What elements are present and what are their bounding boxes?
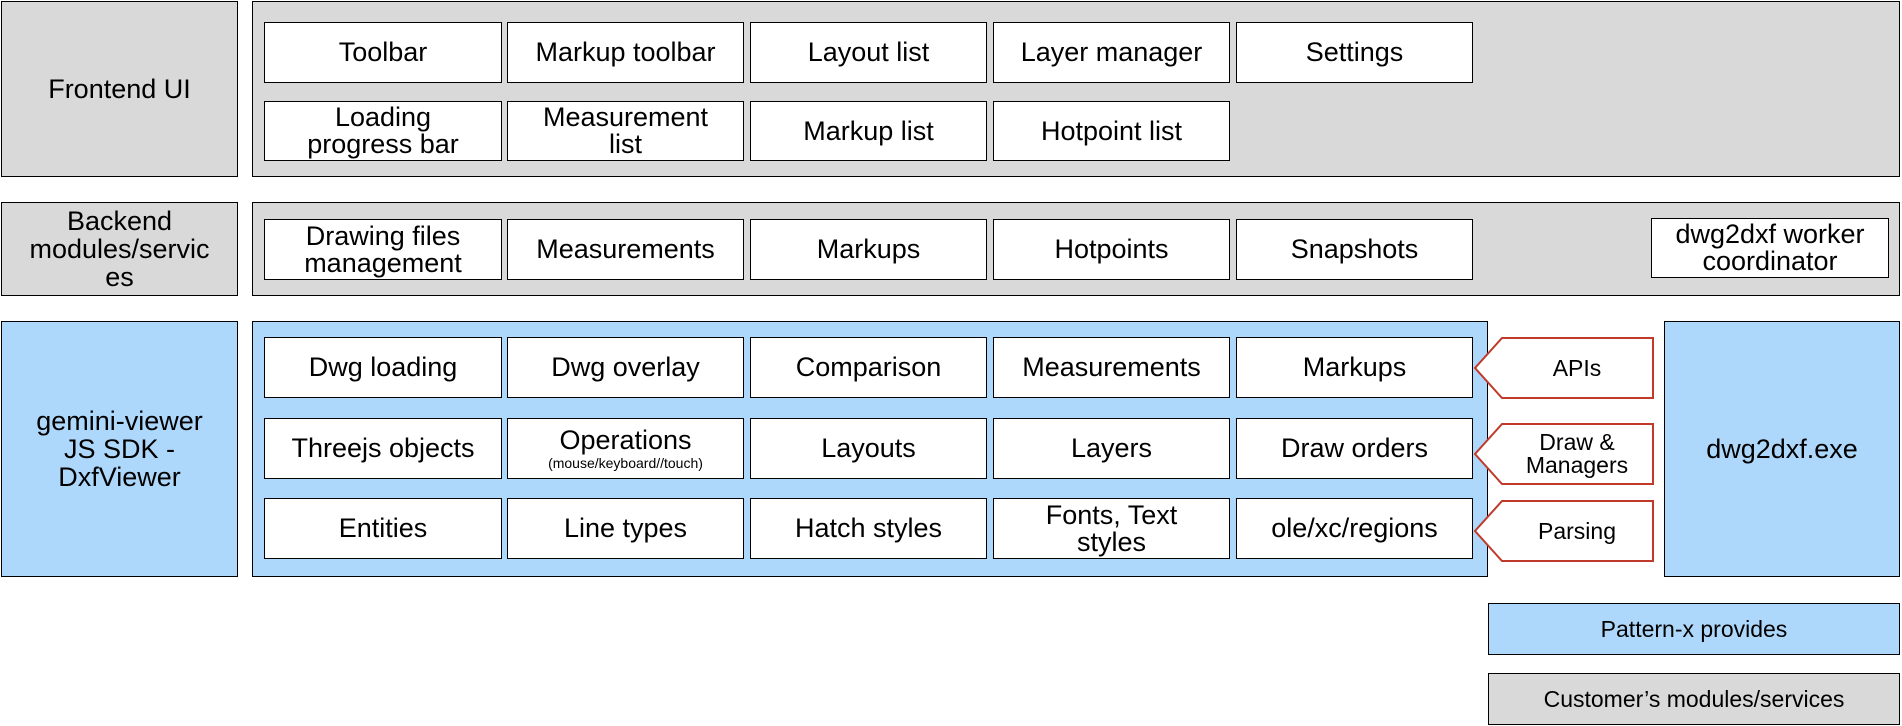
sdk-item-comparison: Comparison (750, 337, 987, 398)
sdk-item-text: Markups (1302, 352, 1407, 382)
draw-managers-arrow-shape (1473, 423, 1654, 485)
sdk-item-markups: Markups (1236, 337, 1473, 398)
sdk-item-text: Layouts (821, 433, 916, 463)
backend-item-snapshots: Snapshots (1236, 219, 1473, 280)
sdk-item-draw-orders: Draw orders (1236, 418, 1473, 479)
frontend-item-measurement-list: Measurement list (507, 101, 744, 161)
sdk-item-text: Fonts, Text styles (1045, 499, 1178, 557)
frontend-item-toolbar: Toolbar (264, 22, 502, 83)
frontend-item-loading-progress-bar: Loading progress bar (264, 101, 502, 161)
sdk-item-operations: Operations (mouse/keyboard//touch) (507, 418, 744, 479)
sdk-item-dwg-loading: Dwg loading (264, 337, 502, 398)
sdk-item-text: Line types (563, 513, 688, 543)
sdk-item-subtext: (mouse/keyboard//touch) (548, 455, 703, 471)
sdk-item-text: Operations (559, 425, 692, 455)
sdk-item-text: Threejs objects (291, 433, 475, 463)
interface-arrows (1473, 337, 1654, 562)
backend-item-hotpoints: Hotpoints (993, 219, 1230, 280)
frontend-item-layout-list: Layout list (750, 22, 987, 83)
sdk-item-text: Hatch styles (794, 513, 943, 543)
sdk-item-text: Dwg loading (308, 352, 458, 382)
frontend-item-hotpoint-list: Hotpoint list (993, 101, 1230, 161)
sdk-item-text: ole/xc/regions (1271, 513, 1438, 543)
sdk-item-measurements: Measurements (993, 337, 1230, 398)
sdk-item-text: Draw orders (1280, 433, 1429, 463)
sdk-item-dwg-overlay: Dwg overlay (507, 337, 744, 398)
sdk-item-entities: Entities (264, 498, 502, 559)
sdk-dxfviewer-label: gemini-viewer JS SDK - DxfViewer (1, 321, 238, 577)
sdk-item-fonts-text-styles: Fonts, Text styles (993, 498, 1230, 559)
apis-arrow-label: APIs (1552, 354, 1602, 381)
sdk-item-text: Comparison (795, 352, 942, 382)
frontend-item-layer-manager: Layer manager (993, 22, 1230, 83)
backend-item-markups: Markups (750, 219, 987, 280)
sdk-item-layers: Layers (993, 418, 1230, 479)
parsing-arrow-label: Parsing (1538, 517, 1616, 544)
apis-arrow-shape (1473, 337, 1654, 399)
sdk-item-hatch-styles: Hatch styles (750, 498, 987, 559)
frontend-item-markup-list: Markup list (750, 101, 987, 161)
backend-modules-label: Backend modules/servic es (1, 202, 238, 296)
frontend-item-settings: Settings (1236, 22, 1473, 83)
sdk-item-text: Entities (338, 513, 428, 543)
frontend-ui-label: Frontend UI (1, 1, 238, 177)
dwg2dxf-exe-box: dwg2dxf.exe (1664, 321, 1900, 577)
legend-pattern-x-provides: Pattern-x provides (1488, 603, 1900, 655)
sdk-item-text: Layers (1070, 433, 1153, 463)
parsing-arrow-shape (1473, 500, 1654, 562)
sdk-item-threejs-objects: Threejs objects (264, 418, 502, 479)
sdk-item-text: Measurements (1022, 352, 1201, 382)
backend-item-drawing-files-management: Drawing files management (264, 219, 502, 280)
sdk-item-text: Dwg overlay (551, 352, 700, 382)
backend-item-dwg2dxf-worker-coordinator: dwg2dxf worker coordinator (1651, 218, 1889, 278)
legend-customer-modules: Customer’s modules/services (1488, 673, 1900, 725)
frontend-item-markup-toolbar: Markup toolbar (507, 22, 744, 83)
backend-item-measurements: Measurements (507, 219, 744, 280)
sdk-item-layouts: Layouts (750, 418, 987, 479)
sdk-item-ole-xc-regions: ole/xc/regions (1236, 498, 1473, 559)
sdk-item-line-types: Line types (507, 498, 744, 559)
draw-managers-arrow-label: Draw & Managers (1525, 429, 1629, 478)
